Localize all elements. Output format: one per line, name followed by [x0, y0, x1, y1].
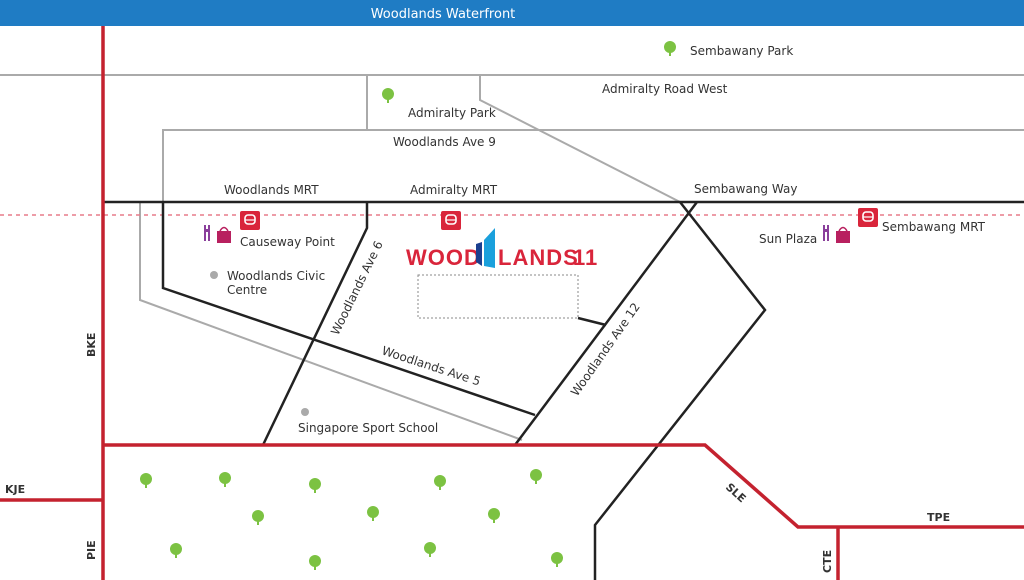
- tree-icon: [382, 88, 394, 103]
- mrt-station-icons: [240, 208, 878, 230]
- cte-label: CTE: [821, 550, 834, 573]
- woodlands-ave-9-label: Woodlands Ave 9: [393, 135, 496, 149]
- tree-icon: [488, 508, 500, 523]
- shopping-bag-icon: [217, 226, 231, 243]
- main-roads: [103, 200, 1024, 580]
- sun-plaza-label: Sun Plaza: [759, 232, 817, 246]
- woodlands-ave-5-line: [161, 202, 536, 417]
- sembawang-way-label: Sembawang Way: [694, 182, 797, 196]
- logo-text-right: LANDS: [498, 245, 579, 270]
- woodlands-mrt-label: Woodlands MRT: [224, 183, 319, 197]
- logo-mark-blue: [484, 228, 495, 268]
- tree-icon: [219, 472, 231, 487]
- sembawang-park-label: Sembawany Park: [690, 44, 793, 58]
- woodlands-ave-12-label: Woodlands Ave 12: [568, 300, 643, 399]
- tree-icon: [551, 552, 563, 567]
- shopping-bag-icon: [836, 226, 850, 243]
- amenity-icons: [204, 225, 850, 416]
- train-icon: [858, 208, 878, 227]
- woodlands-11-logo: WOOD LANDS 11: [406, 228, 598, 270]
- tree-icon: [252, 510, 264, 525]
- civic-centre-label-2: Centre: [227, 283, 267, 297]
- sport-school-label: Singapore Sport School: [298, 421, 438, 435]
- causeway-point-label: Causeway Point: [240, 235, 335, 249]
- sle-tpe-line: [103, 443, 1024, 529]
- logo-text-number: 11: [573, 245, 598, 270]
- tree-icon: [530, 469, 542, 484]
- woodlands-ave-9-line: [162, 129, 1024, 202]
- place-dot-icon: [301, 408, 309, 416]
- tpe-label: TPE: [927, 511, 950, 524]
- sle-label: SLE: [723, 481, 748, 506]
- admiralty-mrt-label: Admiralty MRT: [410, 183, 498, 197]
- admiralty-road-west-label: Admiralty Road West: [602, 82, 728, 96]
- kje-label: KJE: [5, 483, 25, 496]
- tree-icon: [434, 475, 446, 490]
- train-icon: [441, 211, 461, 230]
- logo-mark-dark: [476, 242, 482, 266]
- site-access-road: [577, 316, 607, 327]
- grey-diagonal-road: [479, 75, 681, 203]
- admiralty-park-label: Admiralty Park: [408, 106, 496, 120]
- tree-icon: [424, 542, 436, 557]
- tree-icon: [140, 473, 152, 488]
- place-dot-icon: [210, 271, 218, 279]
- train-icon: [240, 211, 260, 230]
- woodlands-ave-12-line: [513, 201, 699, 446]
- expressways: [0, 26, 1024, 580]
- bke-label: BKE: [85, 333, 98, 357]
- dining-icon: [823, 225, 829, 241]
- civic-centre-label-1: Woodlands Civic: [227, 269, 325, 283]
- waterfront-banner: [0, 0, 1024, 26]
- dining-icon: [204, 225, 210, 241]
- minor-roads: [0, 74, 1024, 441]
- tree-icon: [309, 555, 321, 570]
- eastern-road-line: [593, 201, 767, 580]
- tree-icon: [170, 543, 182, 558]
- grey-lower-road: [139, 202, 523, 441]
- tree-icon: [664, 41, 676, 56]
- woodlands-ave-6-line: [261, 202, 369, 446]
- sembawang-mrt-label: Sembawang MRT: [882, 220, 986, 234]
- tree-icon: [309, 478, 321, 493]
- tree-icon: [367, 506, 379, 521]
- site-boundary: [417, 274, 579, 319]
- pie-label: PIE: [85, 540, 98, 560]
- park-trees: [140, 41, 676, 570]
- waterfront-title: Woodlands Waterfront: [371, 7, 516, 22]
- logo-text-left: WOOD: [406, 245, 481, 270]
- woodlands-ave-6-label: Woodlands Ave 6: [328, 239, 386, 338]
